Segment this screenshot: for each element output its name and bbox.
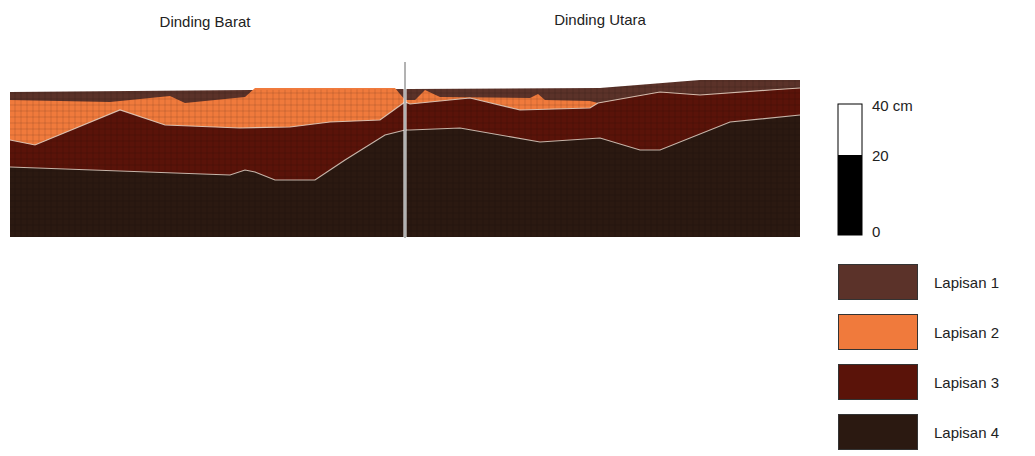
wall-label: Dinding Barat: [160, 14, 251, 29]
legend-label: Lapisan 3: [934, 375, 999, 390]
scale-bar: [838, 104, 862, 235]
legend-swatch: [838, 414, 918, 450]
legend-swatch: [838, 314, 918, 350]
legend-label: Lapisan 1: [934, 275, 999, 290]
scale-label: 40 cm: [872, 98, 913, 113]
scale-bar-fill: [838, 155, 862, 235]
wall-label: Dinding Utara: [554, 12, 646, 27]
scale-label: 20: [872, 148, 889, 163]
legend-swatch: [838, 364, 918, 400]
scale-label: 0: [872, 224, 880, 239]
legend-label: Lapisan 2: [934, 325, 999, 340]
legend-label: Lapisan 4: [934, 425, 999, 440]
legend-swatch: [838, 264, 918, 300]
